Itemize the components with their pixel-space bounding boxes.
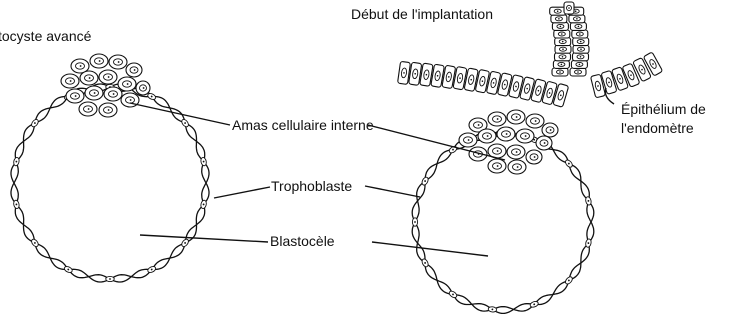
inner-cell	[61, 74, 79, 88]
epithelial-cell	[570, 22, 586, 30]
inner-cell	[488, 112, 506, 126]
leader-blastocoel-left	[140, 235, 268, 242]
label-advanced-blastocyst: tocyste avancé	[0, 28, 91, 45]
inner-cell	[478, 129, 496, 143]
label-leader-lines	[130, 88, 614, 256]
trophoblast-nucleus	[529, 300, 539, 308]
leader-trophoblast-right	[365, 186, 420, 197]
inner-cell	[99, 70, 117, 84]
label-inner-cell-mass: Amas cellulaire interne	[232, 117, 374, 134]
label-trophoblast: Trophoblaste	[271, 178, 352, 195]
trophoblast-nucleus	[564, 159, 573, 169]
inner-cell	[126, 63, 142, 77]
label-blastocoel: Blastocèle	[270, 233, 335, 250]
leader-blastocoel-right	[372, 242, 488, 256]
label-endometrium-line1: Épithélium de	[621, 101, 706, 118]
inner-cell	[99, 103, 117, 117]
inner-cell	[79, 102, 97, 116]
trophoblast-nucleus	[147, 265, 157, 273]
trophoblast-nucleus	[421, 258, 430, 268]
trophoblast-nucleus	[585, 196, 592, 205]
label-endometrium-line2: l'endomètre	[621, 120, 694, 137]
trophoblast-nucleus	[412, 218, 417, 226]
trophoblast-nucleus	[200, 200, 207, 209]
trophoblast-nucleus	[13, 157, 20, 166]
epithelial-cell	[555, 53, 571, 61]
epithelial-cell	[572, 30, 588, 38]
inner-cell	[526, 150, 542, 164]
inner-cell	[516, 129, 534, 143]
epithelial-cell	[573, 45, 589, 53]
epithelial-cell	[571, 60, 587, 68]
right-blastocyst-inner-cell-mass	[459, 110, 558, 174]
inner-cell	[80, 71, 98, 85]
trophoblast-nucleus	[448, 290, 458, 299]
trophoblast-nucleus	[13, 200, 20, 209]
trophoblast-nucleus	[147, 92, 157, 100]
epithelial-cell	[552, 68, 568, 76]
epithelial-cell	[551, 15, 567, 23]
epithelial-cell	[564, 2, 574, 14]
epithelial-cell	[553, 60, 569, 68]
inner-cell	[90, 54, 108, 68]
trophoblast-nucleus	[180, 238, 189, 248]
inner-cell	[536, 136, 552, 150]
inner-cell	[104, 87, 122, 101]
inner-cell	[507, 145, 525, 159]
epithelial-cell	[573, 38, 589, 46]
trophoblast-nucleus	[564, 276, 573, 286]
trophoblast-nucleus	[488, 306, 497, 312]
inner-cell	[136, 81, 150, 95]
trophoblast-nucleus	[180, 118, 189, 128]
inner-cell	[497, 127, 515, 141]
leader-trophoblast-left	[214, 187, 270, 198]
epithelial-cell	[570, 68, 586, 76]
epithelial-cell	[573, 53, 589, 61]
trophoblast-nucleus	[30, 238, 39, 248]
trophoblast-nucleus	[421, 176, 430, 186]
inner-cell	[66, 89, 84, 103]
right-blastocyst-trophoblast-wall	[412, 131, 594, 314]
inner-cell	[109, 55, 127, 69]
inner-cell	[488, 159, 506, 173]
trophoblast-nucleus	[585, 238, 592, 247]
inner-cell	[118, 77, 136, 91]
trophoblast-nucleus	[106, 276, 114, 281]
epithelial-cell	[552, 22, 568, 30]
inner-cell	[542, 123, 558, 137]
epithelial-cell	[555, 38, 571, 46]
leader-inner-cell-mass-left	[130, 103, 230, 125]
epithelial-cell	[550, 7, 566, 15]
trophoblast-nucleus	[63, 265, 73, 273]
epithelial-cell	[555, 45, 571, 53]
trophoblast-nucleus	[30, 118, 39, 128]
epithelial-cell	[569, 15, 585, 23]
epithelial-cell	[554, 30, 570, 38]
label-implantation-start: Début de l'implantation	[351, 6, 493, 23]
inner-cell	[507, 110, 525, 124]
inner-cell	[85, 86, 103, 100]
trophoblast-nucleus	[200, 157, 207, 166]
inner-cell	[526, 114, 544, 128]
inner-cell	[459, 133, 477, 147]
inner-cell	[508, 160, 526, 174]
